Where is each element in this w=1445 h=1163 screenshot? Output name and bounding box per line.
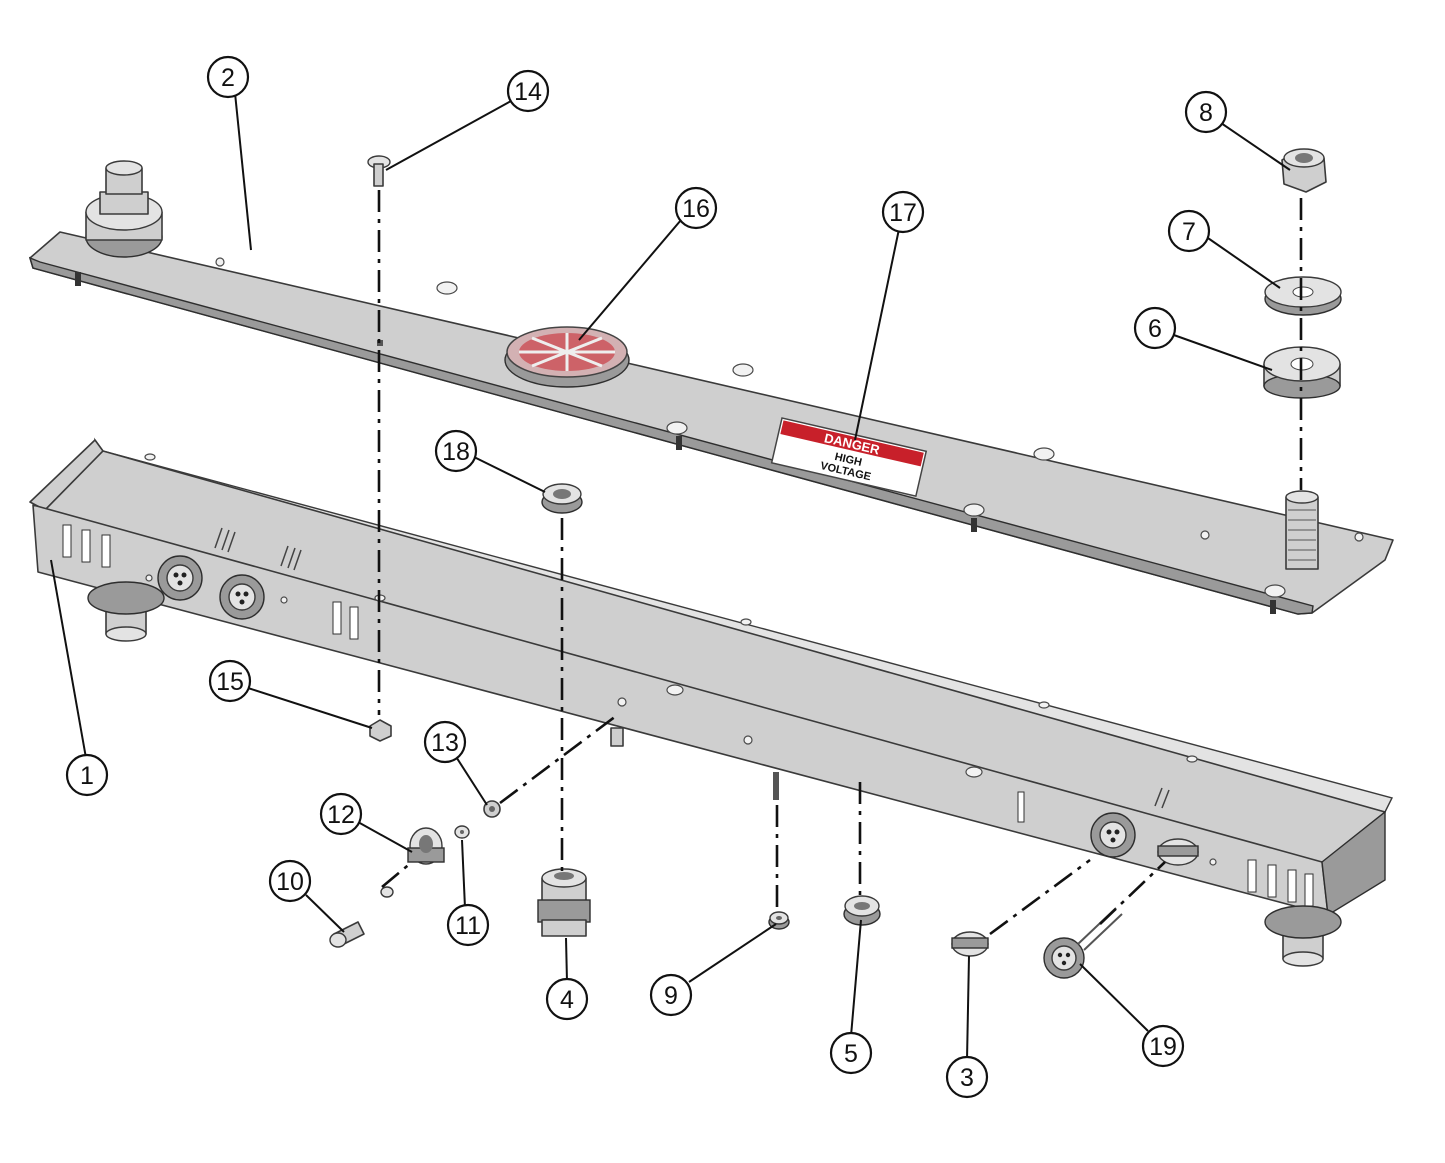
terminal-foot-left [87, 581, 165, 642]
threaded-stud-right [1285, 490, 1319, 570]
callout-15: 15 [208, 659, 252, 703]
callout-16: 16 [674, 186, 718, 230]
callout-1: 1 [65, 753, 109, 797]
callout-8: 8 [1184, 90, 1228, 134]
callout-label: 8 [1199, 99, 1213, 127]
part-12-cable-clamp [407, 827, 445, 865]
callout-label: 13 [431, 729, 459, 757]
callout-label: 2 [221, 64, 235, 92]
callout-label: 14 [514, 78, 542, 106]
callout-18: 18 [434, 429, 478, 473]
callout-3: 3 [945, 1055, 989, 1099]
bottom-studs [610, 727, 779, 800]
danger-high-voltage-label: DANGER HIGH VOLTAGE [770, 417, 928, 498]
top-cover-plate [28, 231, 1394, 615]
callout-label: 11 [455, 912, 481, 940]
part-7-washer [1264, 276, 1342, 316]
part-10-screw [329, 886, 394, 948]
callout-label: 12 [327, 801, 355, 829]
callout-label: 16 [682, 195, 710, 223]
connector-pins [214, 527, 1170, 809]
callout-5: 5 [829, 1031, 873, 1075]
part-15-nut [369, 719, 392, 742]
terminal-foot-right [1264, 905, 1342, 967]
callout-2: 2 [206, 55, 250, 99]
part-13-nut [483, 800, 501, 818]
enclosure-trough [29, 437, 1394, 917]
callout-4: 4 [545, 977, 589, 1021]
front-connector-left-b [219, 574, 265, 620]
callout-7: 7 [1167, 209, 1211, 253]
grommet-seal [504, 326, 630, 388]
callout-label: 5 [844, 1040, 858, 1068]
callout-label: 4 [560, 986, 574, 1014]
part-14-screw [367, 155, 391, 187]
callout-11: 11 [446, 903, 490, 947]
assembly-lines [377, 190, 1303, 936]
callout-13: 13 [423, 720, 467, 764]
callout-9: 9 [649, 973, 693, 1017]
front-connector-right-a [1090, 812, 1136, 858]
callout-12: 12 [319, 792, 363, 836]
callout-10: 10 [268, 859, 312, 903]
callout-19: 19 [1141, 1024, 1185, 1068]
part-18-nut [541, 483, 583, 514]
callout-label: 19 [1149, 1033, 1177, 1061]
part-8-lock-nut [1281, 148, 1327, 193]
part-11-washer [454, 825, 470, 839]
callout-14: 14 [506, 69, 550, 113]
callout-17: 17 [881, 190, 925, 234]
callout-label: 7 [1182, 218, 1196, 246]
callout-label: 3 [960, 1064, 974, 1092]
callout-label: 1 [80, 762, 94, 790]
callout-label: 10 [276, 868, 304, 896]
part-19-connector [1043, 907, 1123, 979]
callout-label: 18 [442, 438, 470, 466]
callout-6: 6 [1133, 306, 1177, 350]
part-3-cable-clamp [951, 931, 989, 957]
front-cable-clamp-right [1157, 838, 1199, 866]
callout-label: 6 [1148, 315, 1162, 343]
callout-label: 15 [216, 668, 244, 696]
terminal-post-left [85, 160, 163, 258]
leader-lines [50, 92, 1291, 1061]
callout-label: 17 [889, 199, 917, 227]
part-4-cable-gland [537, 868, 591, 937]
front-connector-left-a [157, 555, 203, 601]
callout-label: 9 [664, 982, 678, 1010]
part-5-nut [843, 895, 881, 926]
